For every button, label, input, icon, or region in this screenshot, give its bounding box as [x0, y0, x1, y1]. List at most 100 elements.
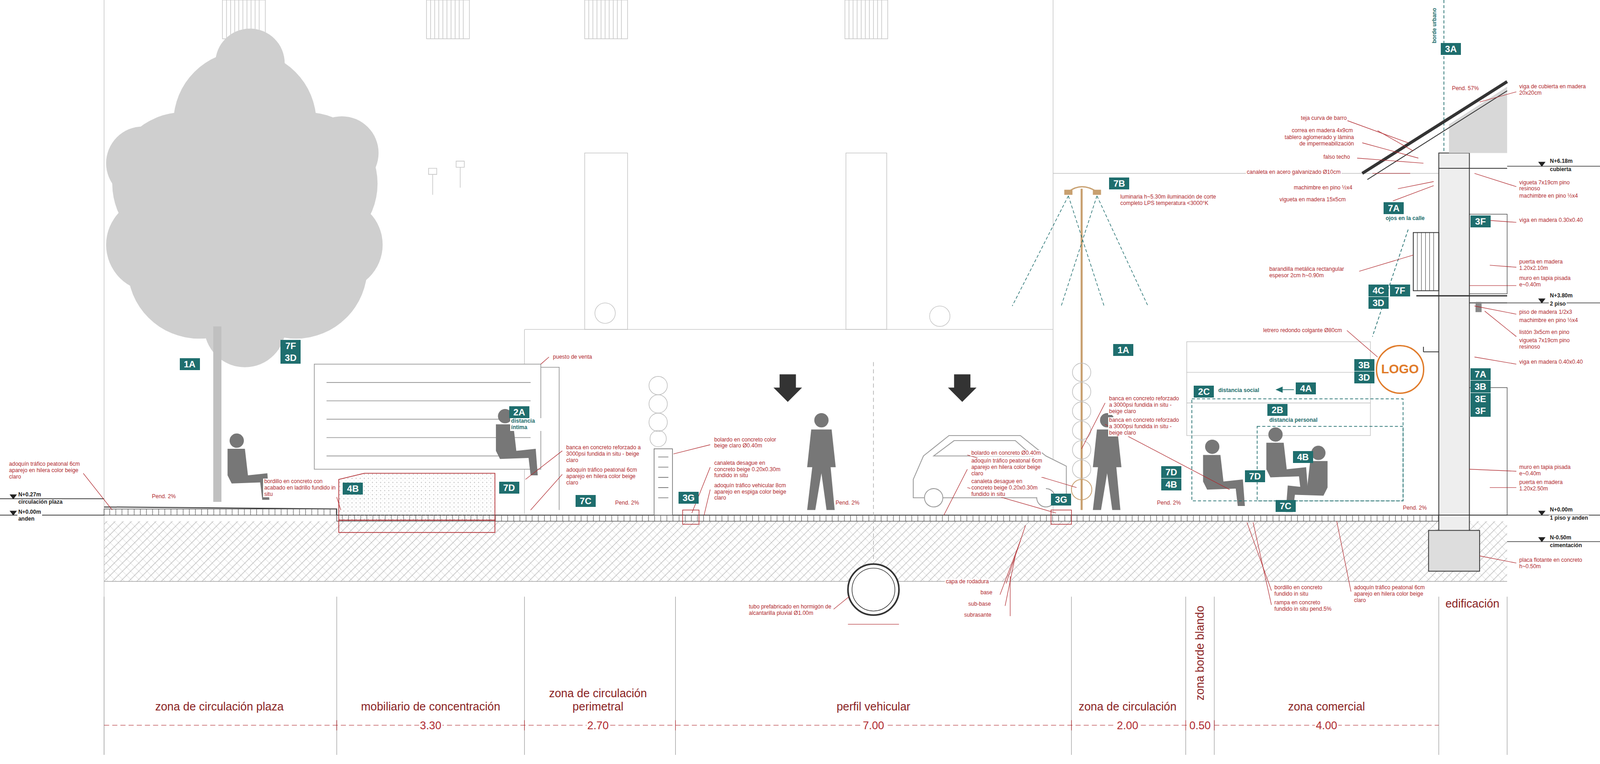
leader-line [1372, 172, 1411, 174]
facade-lines [430, 0, 464, 39]
ground-section [103, 506, 1508, 582]
building-section [1367, 90, 1508, 180]
callout-number: 3B [1474, 382, 1487, 392]
annotation: canaleta desague en concreto beige 0.20x… [970, 478, 1046, 498]
street-light [1012, 195, 1148, 307]
leader-line [691, 467, 711, 513]
annotation: Pend. 2% [834, 500, 861, 507]
ground-section [103, 521, 1508, 582]
annotation: luminaria h~5.30m iluminación de corte c… [1119, 193, 1229, 207]
level-marker-text: N+3.80m [1548, 292, 1574, 300]
leader-line [81, 471, 113, 511]
storm-pipe [847, 564, 900, 625]
down-arrow [773, 374, 977, 402]
leader-line [1246, 522, 1272, 591]
callout-tag: 7A [1470, 368, 1491, 381]
callout-tag: 3E [1470, 393, 1491, 405]
facade-lines [1186, 372, 1371, 404]
ground-section [103, 509, 337, 516]
annotation: subrasante [963, 612, 992, 619]
bollard [1050, 510, 1072, 525]
ground-section [336, 515, 1439, 522]
level-marker [0, 514, 104, 516]
zone-name: zona de circulación plaza [154, 700, 285, 714]
callout-number: 3G [1055, 495, 1068, 505]
leader-line [1006, 525, 1026, 584]
annotation: placa flotante en concreto h~0.50m [1518, 557, 1595, 571]
leader-line [1009, 576, 1011, 617]
dimension-value: 2.70 [586, 719, 610, 733]
callout-tag: 3A [1440, 43, 1461, 55]
facade-lines [845, 152, 887, 330]
annotation: canaleta desague en concreto beige 0.20x… [713, 460, 789, 480]
street-centerline [872, 362, 874, 562]
annotation: viga en madera 0.30x0.40 [1518, 217, 1584, 224]
callout-number: 1A [1117, 345, 1130, 355]
zone-name: perfil vehicular [835, 700, 911, 714]
down-arrow [773, 374, 803, 402]
annotation: machimbre en pino ½x4 [1518, 317, 1579, 324]
dimension-value: 7.00 [861, 719, 886, 733]
callout-tag: 3D [280, 351, 301, 364]
annotation: Pend. 2% [150, 493, 177, 501]
distance-label: distancia personal [1268, 417, 1319, 424]
building-section [1417, 232, 1434, 291]
annotation: sub-base [967, 601, 992, 608]
annotation: puerta en madera 1.20x2.10m [1518, 258, 1577, 272]
level-marker-text: circulación plaza [17, 499, 64, 506]
callout-number: 3F [1475, 406, 1486, 416]
leader-line [1253, 522, 1272, 606]
callout-tag: 2A [509, 406, 530, 419]
level-marker-text: 2 piso [1548, 301, 1567, 308]
annotation: muro en tapia pisada e~0.40m [1518, 464, 1577, 478]
leader-line [943, 469, 968, 516]
social-distance-zone [1372, 229, 1409, 337]
human-figure [807, 413, 836, 511]
annotation: base [979, 589, 994, 597]
annotation: banca en concreto reforzado a 3000psi fu… [565, 444, 644, 464]
annotation: vigueta 7x19cm pino resinoso [1518, 179, 1572, 193]
annotation: puesto de venta [552, 354, 593, 361]
street-light [1093, 189, 1102, 195]
zone-name: zona de circulación [1077, 700, 1178, 714]
leader-line [704, 489, 711, 516]
facade-lines [929, 306, 951, 327]
planter [338, 473, 495, 533]
street-centerline [872, 362, 874, 562]
callout-tag: 3B [1470, 380, 1491, 393]
callout-tag: 1A [179, 358, 200, 371]
ground-section [103, 581, 1508, 582]
car-outline [913, 435, 1067, 498]
annotation: bordillo en concreto fundido in situ [1273, 584, 1332, 598]
callout-number: 7C [579, 496, 592, 506]
annotation: bolardo en concreto Ø0.40m [970, 450, 1042, 457]
callout-tag: 7B [1109, 177, 1130, 190]
level-marker-text: cubierta [1548, 166, 1573, 173]
zone-dimension-lines [103, 596, 1508, 755]
building-section [1469, 214, 1508, 294]
leader-line [530, 474, 563, 511]
callout-tag: 7C [575, 495, 596, 507]
tree [106, 126, 180, 200]
callout-number: 3D [1372, 298, 1385, 308]
leader-line [1081, 403, 1105, 449]
annotation: adoquín tráfico peatonal 6cm aparejo en … [970, 457, 1046, 477]
leader-line [1362, 142, 1419, 158]
leader-line [673, 444, 711, 454]
callout-number: 7C [1279, 501, 1292, 511]
building-section [1438, 514, 1508, 516]
callout-number: 2A [513, 407, 526, 417]
leader-line [1474, 173, 1517, 187]
callout-tag: 7C [1275, 500, 1296, 512]
building-section [1413, 232, 1439, 291]
callout-tag: 2C [1193, 385, 1214, 398]
annotation: rampa en concreto fundido in situ pend.5… [1273, 599, 1339, 613]
bollard [648, 376, 668, 395]
tree [305, 116, 379, 190]
building-section [1428, 530, 1480, 572]
bollard [682, 510, 700, 525]
annotation: tablero aglomerado y lámina de impermeab… [1277, 134, 1355, 148]
annotation: bordillo en concreto con acabado en ladr… [263, 478, 337, 498]
annotation: Pend. 57% [1450, 85, 1480, 92]
callout-tag: 3F [1470, 215, 1491, 228]
